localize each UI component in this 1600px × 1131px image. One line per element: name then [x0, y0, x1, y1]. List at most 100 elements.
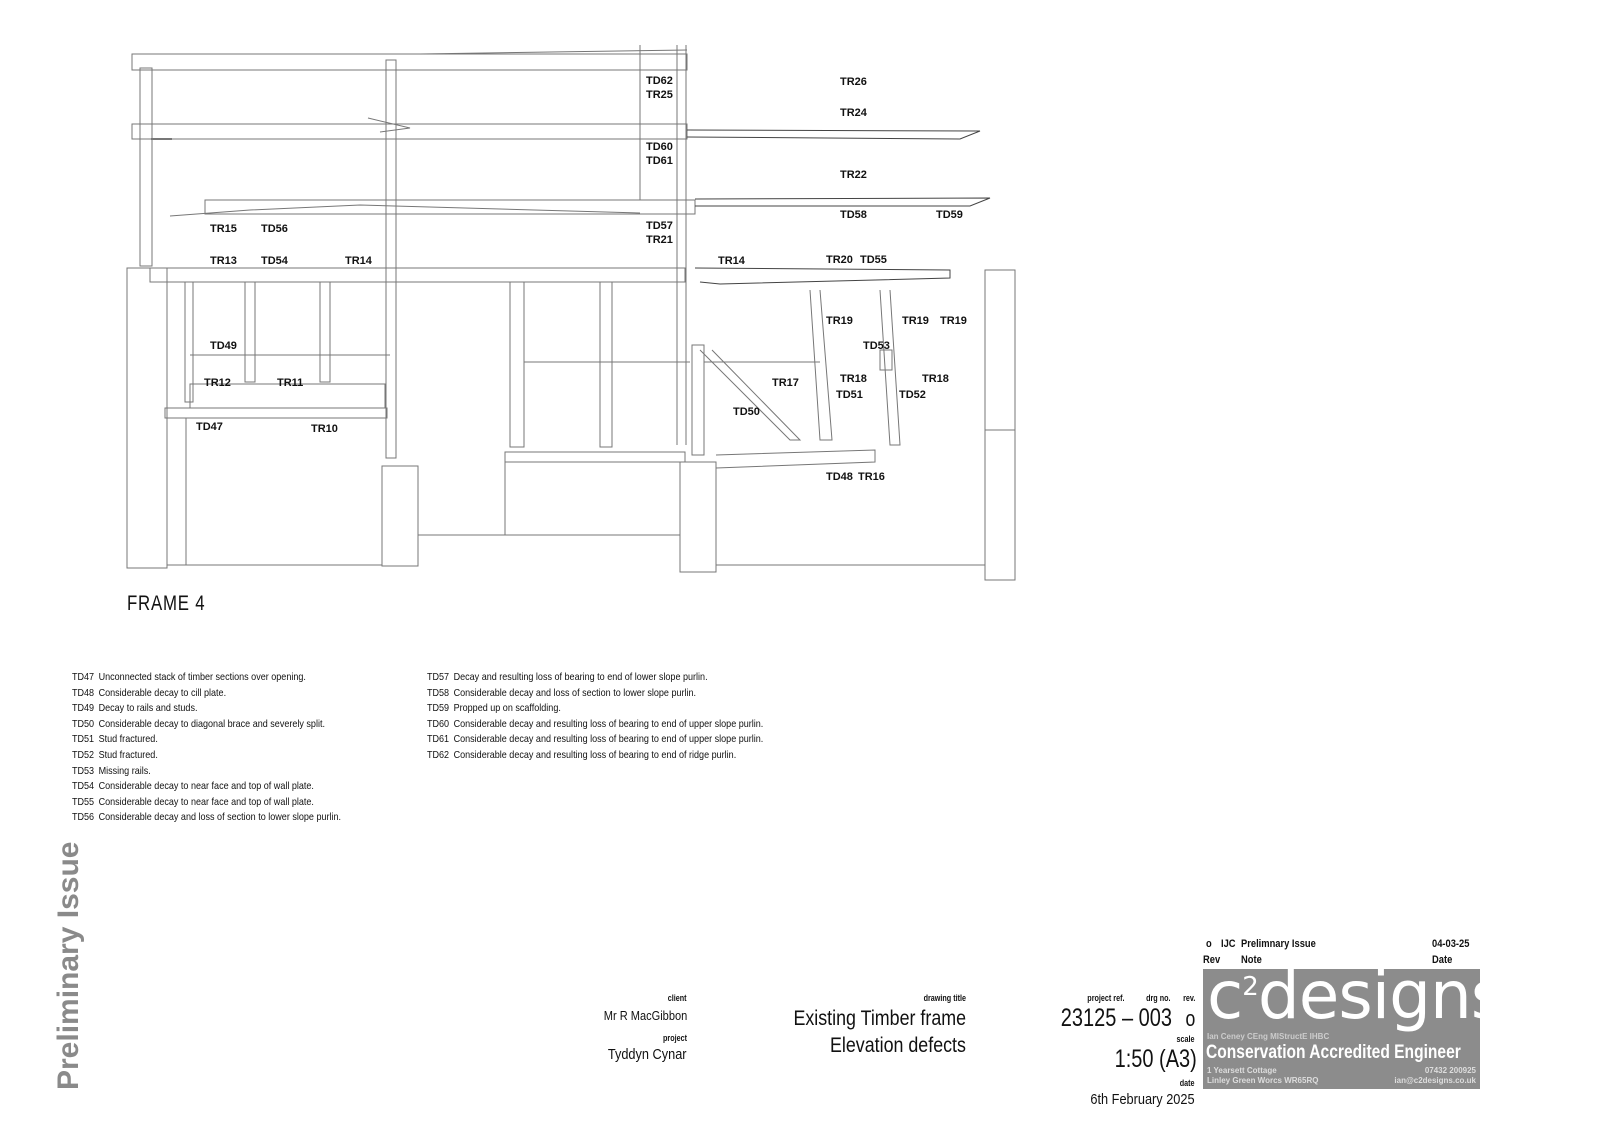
label-tr21: TR21: [646, 234, 673, 246]
revision-by: IJC: [1221, 938, 1236, 950]
defect-note-text: Considerable decay to cill plate.: [98, 686, 227, 699]
defect-note: TD50 Considerable decay to diagonal brac…: [72, 717, 341, 733]
timber-frame-linework: [126, 45, 1016, 581]
label-td55: TD55: [860, 254, 887, 266]
defect-labels: TD62 TR25 TR26 TR24 TD60 TD61 TR22 TD58 …: [196, 75, 967, 483]
label-td47: TD47: [196, 421, 223, 433]
defect-note-id: TD53: [72, 764, 95, 777]
logo-tagline: Conservation Accredited Engineer: [1206, 1042, 1461, 1063]
label-tr16: TR16: [858, 471, 885, 483]
drawing-title-label: drawing title: [923, 993, 966, 1003]
defect-note: TD53 Missing rails.: [72, 764, 341, 780]
label-tr14: TR14: [718, 255, 746, 267]
defect-note-id: TD52: [72, 748, 95, 761]
defect-note-id: TD58: [427, 686, 450, 699]
date-value: 6th February 2025: [1090, 1091, 1195, 1108]
label-tr26: TR26: [840, 76, 867, 88]
defect-note-id: TD47: [72, 671, 95, 683]
defect-note: TD60 Considerable decay and resulting lo…: [427, 717, 763, 733]
defect-note: TD54 Considerable decay to near face and…: [72, 779, 341, 795]
defect-note-text: Decay and resulting loss of bearing to e…: [453, 671, 708, 683]
defect-note: TD51 Stud fractured.: [72, 732, 341, 748]
defect-note-id: TD50: [72, 717, 95, 730]
defect-note-text: Considerable decay and resulting loss of…: [453, 717, 764, 730]
label-tr19: TR19: [940, 315, 967, 327]
label-tr19: TR19: [902, 315, 929, 327]
logo-credentials: Ian Ceney CEng MIStructE IHBC: [1207, 1032, 1330, 1041]
rev-value: o: [1185, 1006, 1195, 1031]
defect-note: TD47 Unconnected stack of timber section…: [72, 670, 341, 686]
revision-note: Prelimnary Issue: [1241, 938, 1316, 950]
scale-label: scale: [1176, 1034, 1195, 1044]
client-value: Mr R MacGibbon: [603, 1008, 687, 1023]
defect-note-text: Stud fractured.: [98, 748, 158, 761]
defect-note-id: TD56: [72, 811, 95, 824]
defect-note-id: TD61: [427, 733, 450, 746]
label-tr14: TR14: [345, 255, 373, 267]
label-td54: TD54: [261, 255, 289, 267]
label-td52: TD52: [899, 389, 926, 401]
label-tr17: TR17: [772, 377, 799, 389]
defect-note: TD56 Considerable decay and loss of sect…: [72, 810, 341, 826]
label-tr11: TR11: [277, 377, 303, 389]
label-td62: TD62: [646, 75, 673, 87]
label-tr10: TR10: [311, 423, 338, 435]
revision-col-date: Date: [1432, 954, 1453, 966]
defect-note-id: TD60: [427, 717, 450, 730]
label-tr13: TR13: [210, 255, 237, 267]
defect-note-text: Stud fractured.: [98, 733, 158, 746]
label-td49: TD49: [210, 340, 237, 352]
label-td57: TD57: [646, 220, 673, 232]
frame-title: FRAME 4: [127, 592, 206, 615]
drawing-title-line-2: Elevation defects: [830, 1034, 966, 1057]
logo-phone: 07432 200925: [1424, 1066, 1476, 1075]
label-td58: TD58: [840, 209, 867, 221]
label-tr24: TR24: [840, 107, 868, 119]
defect-note-text: Decay to rails and studs.: [98, 702, 198, 715]
label-td50: TD50: [733, 406, 760, 418]
defect-note-text: Considerable decay to near face and top …: [98, 795, 314, 808]
defect-note: TD58 Considerable decay and loss of sect…: [427, 686, 763, 702]
logo-email: ian@c2designs.co.uk: [1394, 1076, 1476, 1085]
label-tr18: TR18: [840, 373, 867, 385]
label-td51: TD51: [836, 389, 863, 401]
rev-label: rev.: [1182, 993, 1195, 1003]
label-tr12: TR12: [204, 377, 231, 389]
defect-note-id: TD57: [427, 671, 450, 683]
defect-note: TD57 Decay and resulting loss of bearing…: [427, 670, 763, 686]
label-tr25: TR25: [646, 89, 673, 101]
label-td48: TD48: [826, 471, 853, 483]
defect-note-text: Considerable decay and loss of section t…: [453, 686, 697, 699]
defect-note: TD48 Considerable decay to cill plate.: [72, 686, 341, 702]
drg-no-label: drg no.: [1145, 993, 1170, 1003]
logo-address-2: Linley Green Worcs WR65RQ: [1207, 1076, 1319, 1085]
project-ref-label: project ref.: [1087, 993, 1125, 1003]
revision-col-rev: Rev: [1203, 954, 1221, 966]
defect-note: TD59 Propped up on scaffolding.: [427, 701, 763, 717]
label-tr15: TR15: [210, 223, 237, 235]
defect-note: TD61 Considerable decay and resulting lo…: [427, 732, 763, 748]
revision-col-note: Note: [1241, 954, 1262, 966]
defect-note: TD62 Considerable decay and resulting lo…: [427, 748, 763, 764]
revision-rev: o: [1206, 938, 1212, 950]
defect-note-id: TD49: [72, 702, 95, 715]
label-td56: TD56: [261, 223, 288, 235]
label-tr20: TR20: [826, 254, 853, 266]
defect-note-id: TD51: [72, 733, 95, 746]
logo-address-1: 1 Yearsett Cottage: [1207, 1066, 1277, 1075]
defect-note: TD52 Stud fractured.: [72, 748, 341, 764]
label-td60: TD60: [646, 141, 673, 153]
label-td61: TD61: [646, 155, 673, 167]
logo-brand: c2designs: [1207, 969, 1480, 1034]
project-label: project: [662, 1033, 687, 1043]
defect-note: TD49 Decay to rails and studs.: [72, 701, 341, 717]
drawing-title-line-1: Existing Timber frame: [793, 1007, 966, 1030]
label-tr19: TR19: [826, 315, 853, 327]
defect-note-text: Considerable decay to diagonal brace and…: [98, 717, 325, 730]
scale-value: 1:50 (A3): [1114, 1045, 1197, 1073]
defect-note-text: Unconnected stack of timber sections ove…: [98, 671, 306, 683]
label-td59: TD59: [936, 209, 963, 221]
label-tr18: TR18: [922, 373, 949, 385]
label-td53: TD53: [863, 340, 890, 352]
defect-note-id: TD48: [72, 686, 95, 699]
